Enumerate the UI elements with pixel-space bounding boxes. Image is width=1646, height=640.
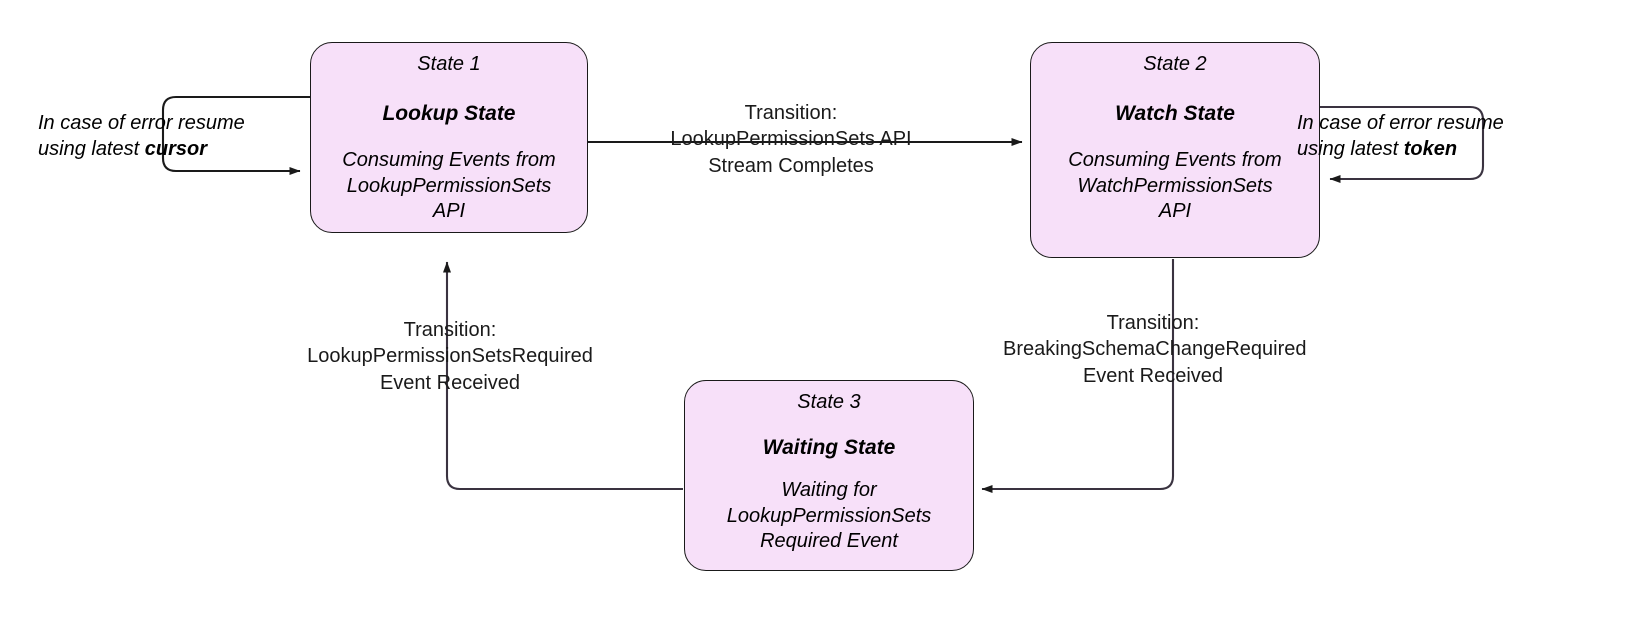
note-error-resume-token: In case of error resume using latest tok… xyxy=(1297,110,1504,162)
state-2-id: State 2 xyxy=(1143,53,1207,75)
transition-label-watch-to-waiting: Transition: BreakingSchemaChangeRequired… xyxy=(1003,310,1307,389)
transition-2-line-2: LookupPermissionSetsRequired xyxy=(307,345,593,368)
state-node-lookup-state[interactable]: State 1 Lookup State Consuming Events fr… xyxy=(310,42,588,233)
note-right-prefix: using latest xyxy=(1297,138,1404,160)
state-2-desc-line-3: API xyxy=(1158,200,1192,223)
transition-3-line-2: BreakingSchemaChangeRequired xyxy=(1003,338,1307,361)
state-3-desc-line-3: Required Event xyxy=(760,530,898,553)
state-1-desc-line-2: LookupPermissionSets xyxy=(346,174,552,197)
state-node-waiting-state[interactable]: State 3 Waiting State Waiting for Lookup… xyxy=(684,380,974,571)
note-left-line-2: using latest cursor xyxy=(38,136,245,162)
transition-1-line-3: Stream Completes xyxy=(708,154,874,177)
note-right-line-1: In case of error resume xyxy=(1297,112,1504,134)
note-error-resume-cursor: In case of error resume using latest cur… xyxy=(38,110,245,162)
transition-label-waiting-to-lookup: Transition: LookupPermissionSetsRequired… xyxy=(290,317,610,396)
note-left-line-1: In case of error resume xyxy=(38,112,245,134)
state-1-desc-line-1: Consuming Events from xyxy=(342,149,556,172)
note-right-line-2: using latest token xyxy=(1297,136,1504,162)
note-right-emphasis: token xyxy=(1403,138,1458,160)
transition-3-line-1: Transition: xyxy=(1106,312,1200,334)
state-1-name: Lookup State xyxy=(382,102,516,125)
note-left-prefix: using latest xyxy=(38,138,145,160)
state-2-name: Watch State xyxy=(1115,102,1235,125)
transition-3-line-3: Event Received xyxy=(1082,364,1224,387)
note-left-emphasis: cursor xyxy=(144,138,207,160)
state-2-desc-line-2: WatchPermissionSets xyxy=(1077,174,1273,197)
transition-label-lookup-to-watch: Transition: LookupPermissionSets API Str… xyxy=(636,100,946,179)
state-3-name: Waiting State xyxy=(762,436,896,459)
state-3-id: State 3 xyxy=(797,391,861,413)
state-1-description: Consuming Events from LookupPermissionSe… xyxy=(342,148,555,225)
state-1-id: State 1 xyxy=(417,53,481,75)
transition-1-line-1: Transition: xyxy=(744,102,838,124)
state-3-description: Waiting for LookupPermissionSets Require… xyxy=(727,478,932,555)
transition-2-line-1: Transition: xyxy=(403,319,497,341)
state-2-desc-line-1: Consuming Events from xyxy=(1068,149,1282,172)
transition-2-line-3: Event Received xyxy=(379,371,521,394)
state-1-desc-line-3: API xyxy=(432,200,466,223)
state-3-desc-line-2: LookupPermissionSets xyxy=(726,504,932,527)
state-3-desc-line-1: Waiting for xyxy=(781,479,877,502)
transition-1-line-2: LookupPermissionSets API xyxy=(670,128,912,151)
state-2-description: Consuming Events from WatchPermissionSet… xyxy=(1068,148,1281,225)
state-node-watch-state[interactable]: State 2 Watch State Consuming Events fro… xyxy=(1030,42,1320,258)
